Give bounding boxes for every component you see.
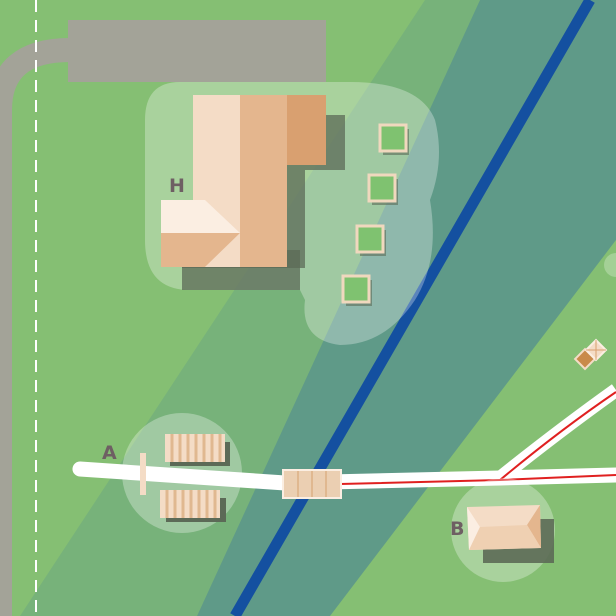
crate-icon [584,338,608,362]
building-h-roof [287,95,326,165]
parking-area [68,20,326,82]
label-b: B [450,518,464,540]
label-a: A [102,442,117,464]
rail-branch [499,391,616,481]
label-h: H [169,175,185,197]
building-b-roof [467,505,541,550]
road [0,38,325,616]
grass-band [20,0,480,616]
building-h-wing [161,233,240,267]
garden-plots [341,123,409,306]
building-a-south [160,490,226,522]
river [230,0,595,616]
building-h-roof [240,95,287,267]
building-a-north [165,434,230,466]
zone-bubble [604,253,616,277]
building-h-shadow [182,115,345,268]
bridge [282,469,342,499]
gate-icon [140,453,146,495]
